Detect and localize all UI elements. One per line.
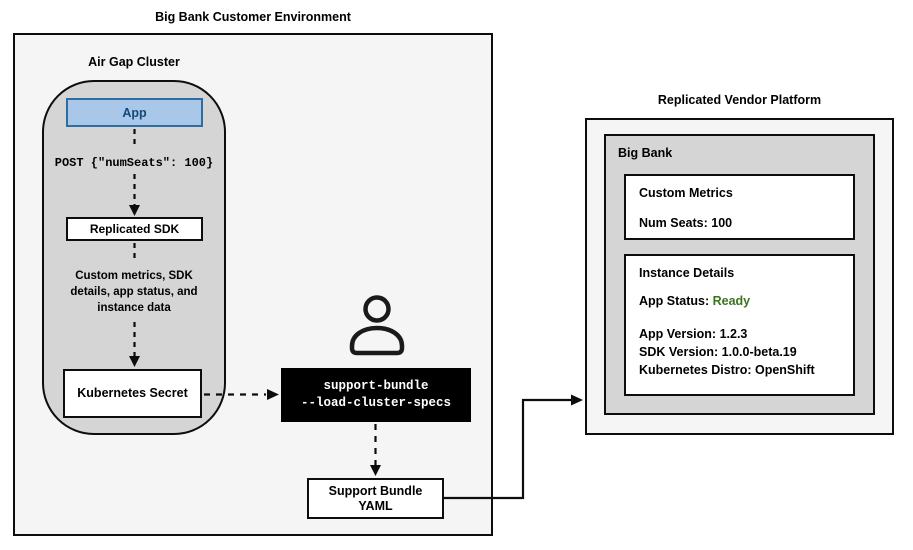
- kubernetes-secret-node: Kubernetes Secret: [63, 369, 202, 418]
- app-version-line: App Version: 1.2.3: [639, 327, 748, 341]
- sdk-data-description: Custom metrics, SDK details, app status,…: [70, 270, 198, 314]
- num-seats-value: Num Seats: 100: [639, 216, 733, 230]
- post-request-text: POST {"numSeats": 100}: [54, 156, 214, 170]
- custom-metrics-title: Custom Metrics: [639, 186, 733, 200]
- instance-details-title: Instance Details: [639, 266, 735, 280]
- vendor-platform-title: Replicated Vendor Platform: [657, 93, 822, 107]
- support-bundle-yaml-node: Support Bundle YAML: [307, 478, 444, 519]
- app-status-line: App Status: Ready: [639, 294, 750, 308]
- customer-env-title: Big Bank Customer Environment: [155, 10, 351, 24]
- kubernetes-distro-line: Kubernetes Distro: OpenShift: [639, 363, 815, 377]
- app-status-value: Ready: [712, 294, 751, 308]
- custom-metrics-box: Custom Metrics Num Seats: 100: [624, 174, 855, 240]
- air-gap-cluster-label: Air Gap Cluster: [88, 55, 180, 69]
- replicated-sdk-node: Replicated SDK: [66, 217, 203, 241]
- arrowhead-yaml-to-vendor-platform: [571, 394, 583, 406]
- big-bank-account-label: Big Bank: [618, 146, 673, 160]
- app-status-label: App Status:: [639, 294, 713, 308]
- app-node: App: [66, 98, 203, 127]
- instance-details-box: Instance Details App Status: Ready App V…: [624, 254, 855, 396]
- big-bank-account-box: Big Bank Custom Metrics Num Seats: 100 I…: [604, 134, 875, 415]
- support-bundle-command-node: support-bundle --load-cluster-specs: [281, 368, 471, 422]
- sdk-version-line: SDK Version: 1.0.0-beta.19: [639, 345, 797, 359]
